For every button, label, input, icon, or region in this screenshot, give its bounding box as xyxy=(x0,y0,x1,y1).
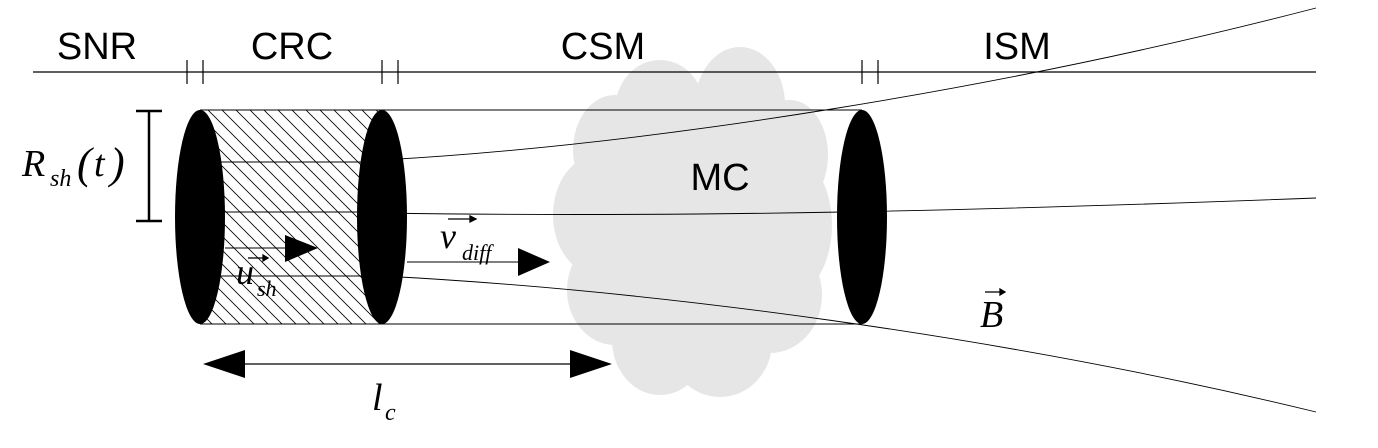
diffusion-velocity-arrow xyxy=(407,248,550,276)
label-ism: ISM xyxy=(983,26,1051,68)
length-sub: c xyxy=(385,400,396,426)
shock-velocity-arrow xyxy=(225,235,318,262)
magnetic-field-symbol: B xyxy=(980,294,1003,336)
shock-velocity-main: u xyxy=(236,252,254,292)
region-axis xyxy=(33,60,1316,84)
diffusion-velocity-symbol: v diff xyxy=(440,216,494,265)
length-symbol: l c xyxy=(372,377,396,426)
radius-sub: sh xyxy=(50,166,71,192)
shock-front-disc xyxy=(175,110,225,324)
crc-boundary-disc xyxy=(357,110,407,324)
shock-velocity-symbol: u sh xyxy=(236,252,277,301)
diffusion-velocity-sub: diff xyxy=(462,240,494,265)
radius-arg: t xyxy=(94,143,106,185)
radius-symbol: R sh ( t ) xyxy=(21,139,125,192)
label-crc: CRC xyxy=(251,26,333,68)
vector-marks xyxy=(248,214,1007,297)
radius-open-paren: ( xyxy=(77,139,94,188)
label-csm: CSM xyxy=(561,26,645,68)
radius-main: R xyxy=(21,143,45,185)
radius-bracket xyxy=(136,109,162,223)
length-main: l xyxy=(372,377,383,419)
length-double-arrow xyxy=(203,350,612,378)
shock-velocity-sub: sh xyxy=(257,276,277,301)
label-mc: MC xyxy=(690,157,749,199)
radius-close-paren: ) xyxy=(107,139,125,188)
diffusion-velocity-main: v xyxy=(440,216,456,256)
flux-tube xyxy=(200,109,862,325)
molecular-cloud xyxy=(553,47,832,397)
csm-boundary-disc xyxy=(837,110,887,324)
label-snr: SNR xyxy=(57,26,137,68)
crc-shell xyxy=(200,110,382,324)
